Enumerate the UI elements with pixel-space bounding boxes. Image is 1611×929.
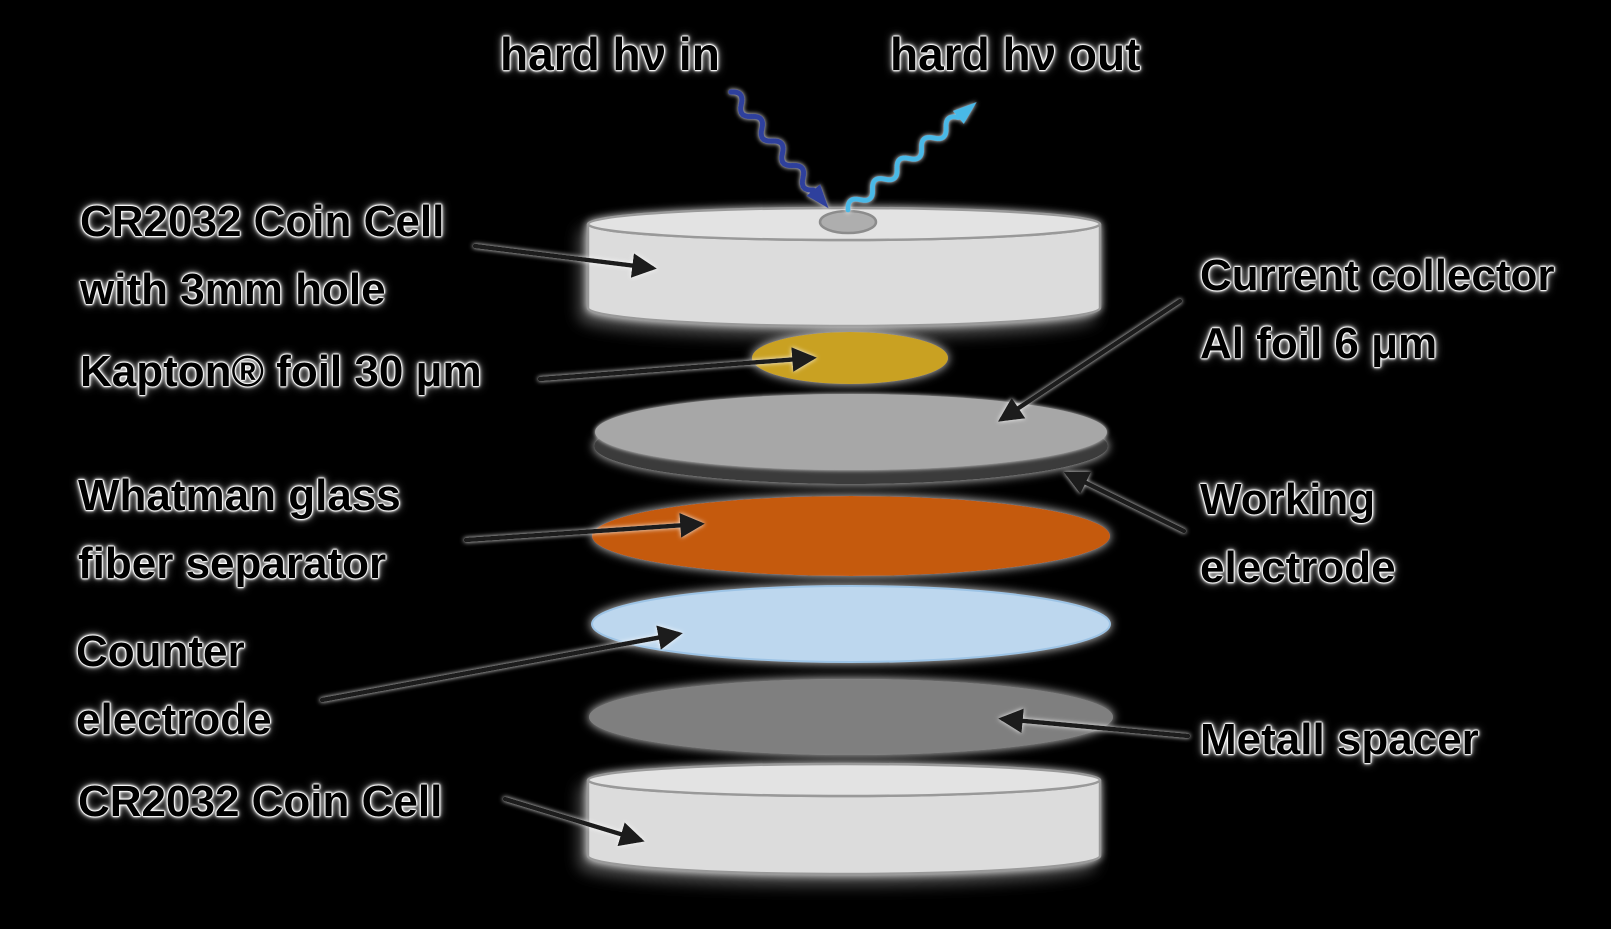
- separator-disc: [592, 496, 1110, 576]
- label-beam-in: hard hν in: [500, 28, 720, 80]
- metal-spacer-disc: [589, 679, 1113, 755]
- current-collector-disc: [595, 394, 1107, 470]
- label-metal-spacer: Metall spacer: [1200, 715, 1479, 764]
- label-kapton-foil: Kapton® foil 30 μm: [80, 347, 482, 396]
- arrow-bottom-cell: [502, 796, 645, 847]
- label-separator: Whatman glass fiber separator: [78, 471, 401, 588]
- label-working-electrode: Working electrode: [1200, 475, 1396, 592]
- bottom-coin-cell: [586, 762, 1102, 876]
- arrow-current-collector: [997, 298, 1183, 422]
- beam-hole: [818, 209, 878, 235]
- arrow-top-cell: [472, 243, 657, 278]
- arrow-kapton: [537, 347, 817, 382]
- beam-in-arrow: [728, 89, 829, 209]
- label-bottom-coin-cell: CR2032 Coin Cell: [78, 777, 443, 826]
- arrow-counter-electrode: [319, 625, 683, 703]
- arrow-separator: [463, 513, 705, 543]
- label-beam-out-text: hard hν out: [890, 28, 1141, 80]
- counter-electrode-disc: [591, 585, 1111, 663]
- beam-out-arrow: [845, 102, 977, 213]
- label-top-coin-cell: CR2032 Coin Cell with 3mm hole: [80, 197, 445, 314]
- label-beam-out: hard hν out: [890, 28, 1140, 80]
- arrow-metal-spacer: [998, 708, 1191, 739]
- kapton-foil-disc: [752, 332, 948, 384]
- arrow-working-electrode: [1063, 471, 1187, 534]
- annotation-arrows: [319, 243, 1191, 847]
- top-coin-cell: [586, 206, 1102, 328]
- label-current-collector: Current collector Al foil 6 μm: [1200, 251, 1555, 368]
- bottom-coin-cell-top-face: [586, 762, 1102, 798]
- label-beam-in-text: hard hν in: [500, 28, 720, 80]
- label-counter-electrode: Counter electrode: [76, 627, 272, 744]
